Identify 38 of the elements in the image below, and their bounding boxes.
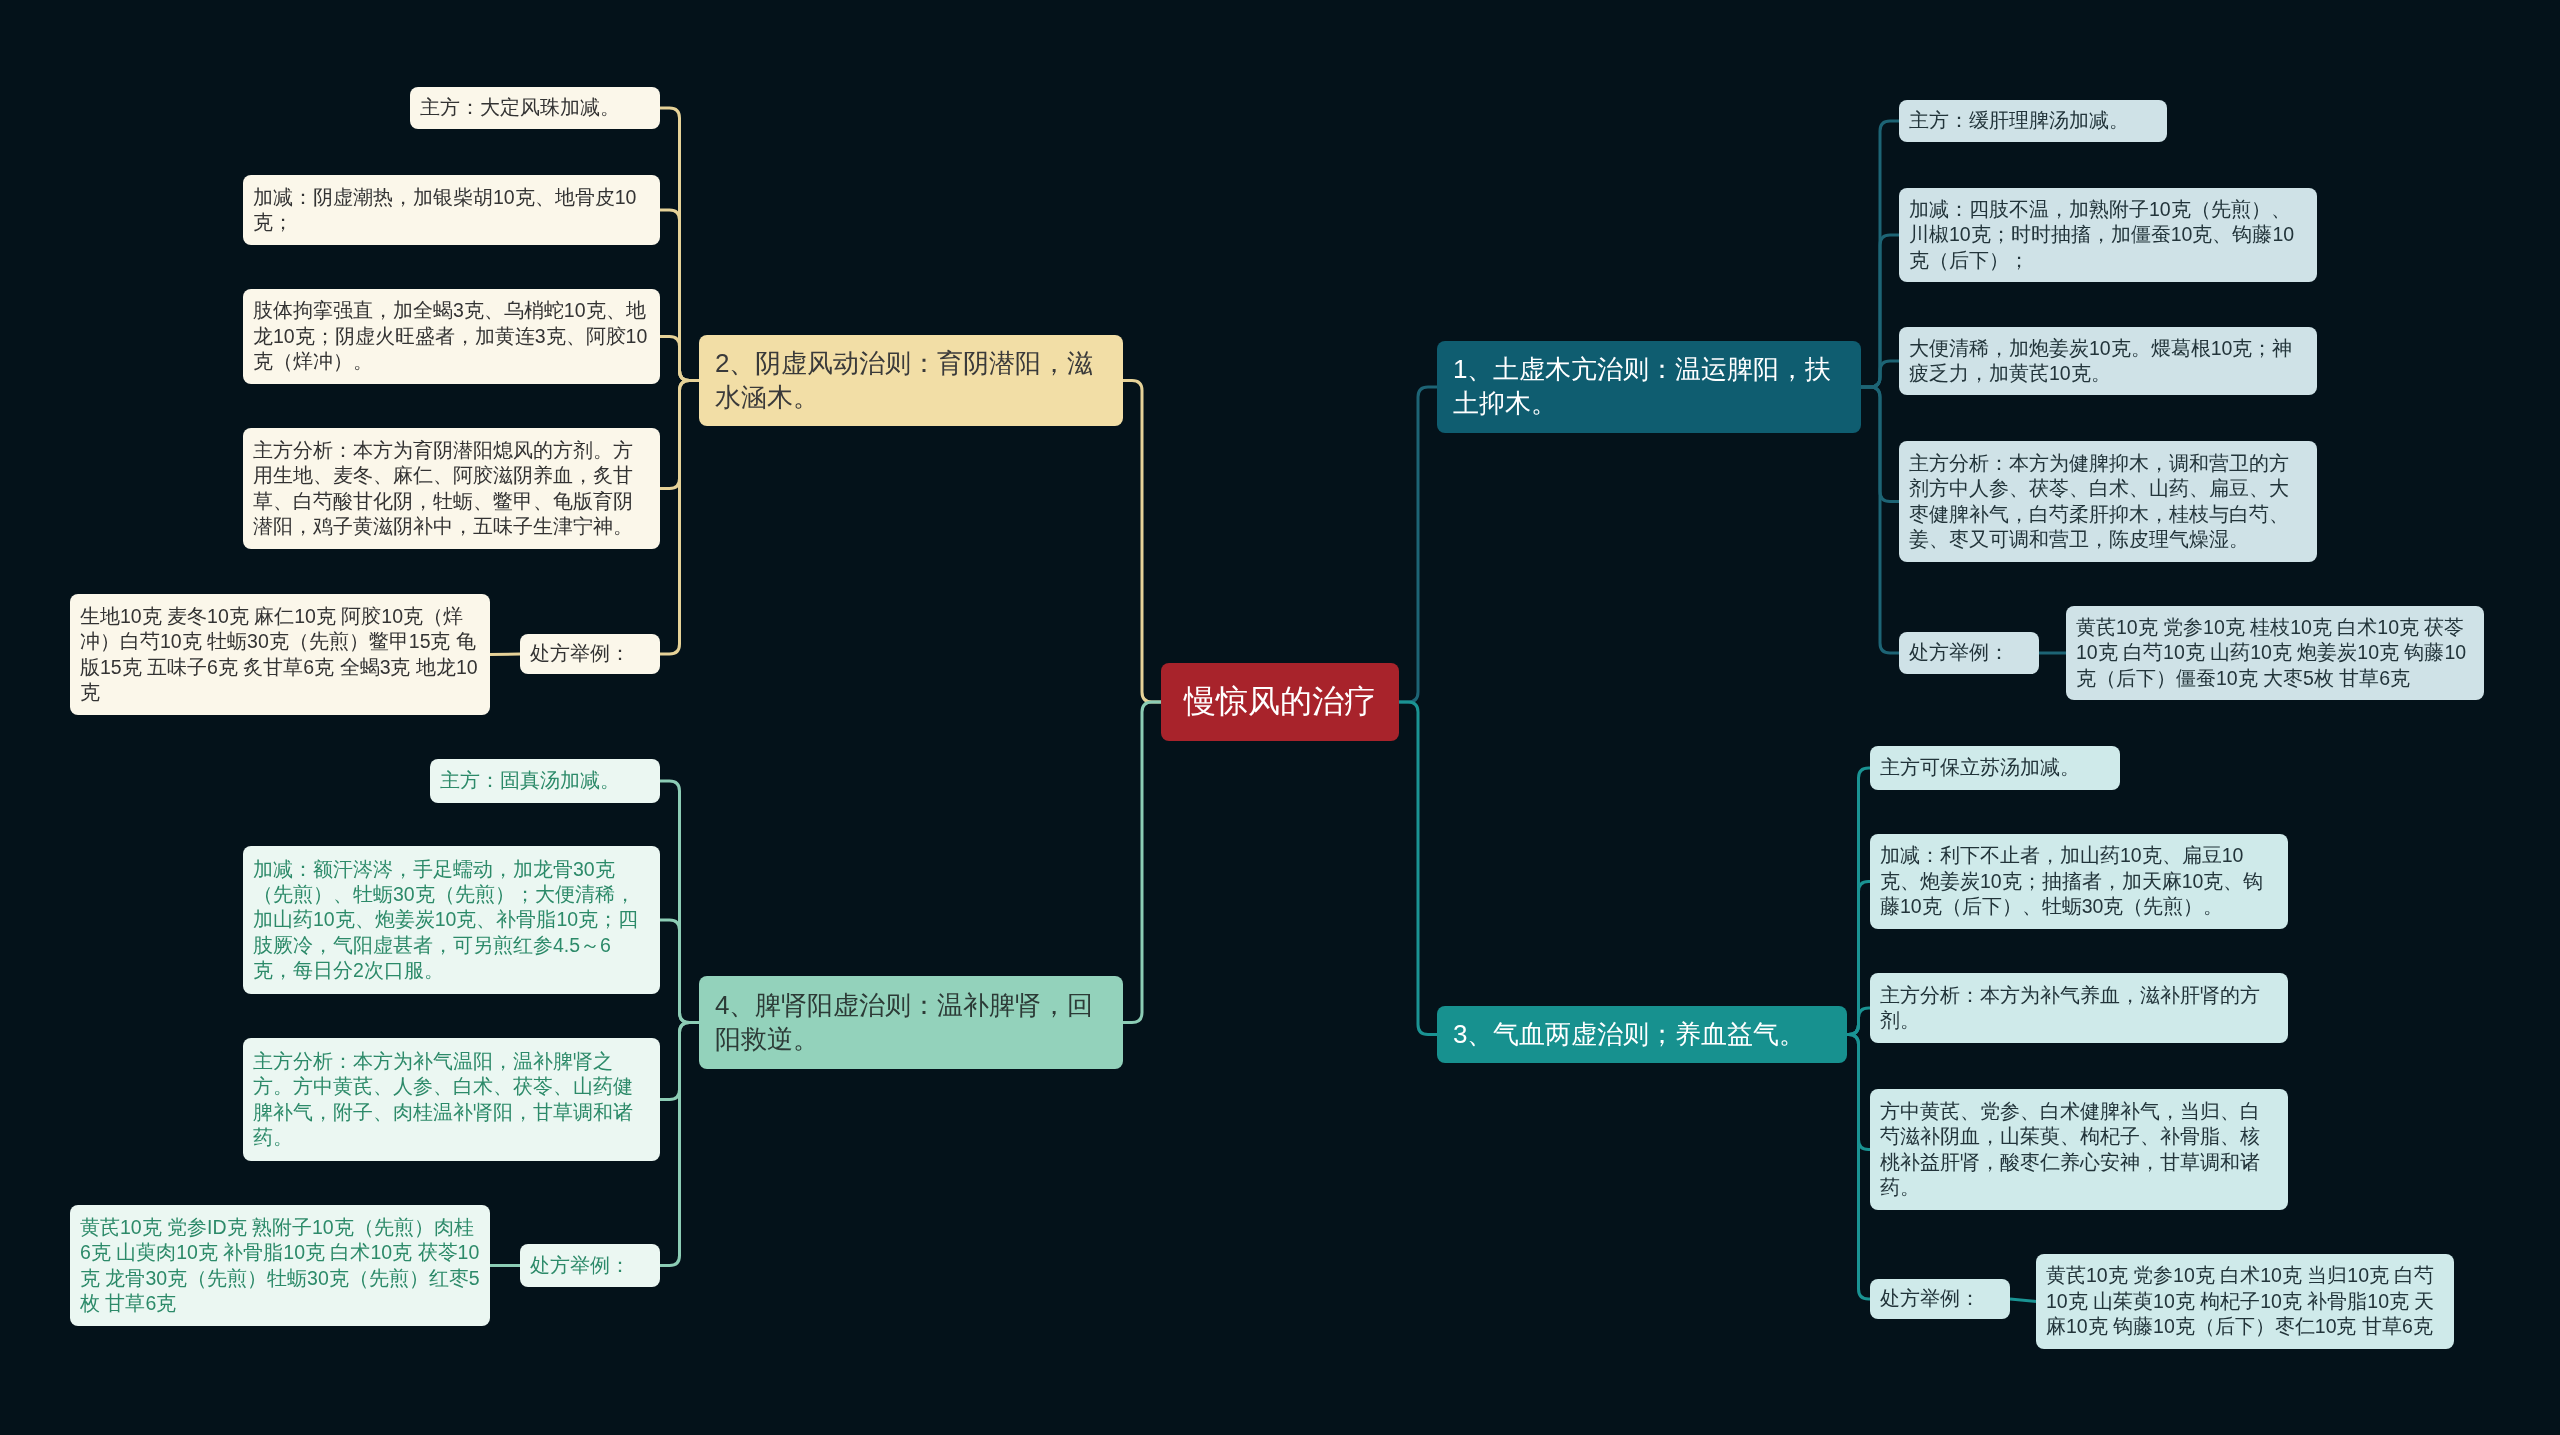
connector-line xyxy=(1123,700,1161,1024)
note-box: 主方分析：本方为补气温阳，温补脾肾之方。方中黄芪、人参、白术、茯苓、山药健脾补气，附子、肉桂温补肾阳，甘草调和诸药。 xyxy=(243,1038,660,1161)
connector-line xyxy=(660,1021,699,1267)
note-box: 主方分析：本方为补气养血，滋补肝肾的方剂。 xyxy=(1870,973,2288,1043)
connector-line xyxy=(490,1264,520,1267)
note-box: 加减：利下不止者，加山药10克、扁豆10克、炮姜炭10克；抽搐者，加天麻10克、钩藤10克（后下）、牡蛎30克（先煎）。 xyxy=(1870,834,2288,929)
note-box: 黄芪10克 党参10克 白术10克 当归10克 白芍10克 山茱萸10克 枸杞子10克 补骨脂10克 天麻10克 钩藤10克（后下）枣仁10克 甘草6克 xyxy=(2036,1254,2454,1349)
note-box: 主方分析：本方为健脾抑木，调和营卫的方剂方中人参、茯苓、白术、山药、扁豆、大枣健脾补气，白芍柔肝抑木，桂枝与白芍、姜、枣又可调和营卫，陈皮理气燥湿。 xyxy=(1899,441,2317,562)
note-box: 生地10克 麦冬10克 麻仁10克 阿胶10克（烊冲）白芍10克 牡蛎30克（先煎）鳖甲15克 龟版15克 五味子6克 炙甘草6克 全蝎3克 地龙10克 xyxy=(70,594,490,715)
connector-line xyxy=(2039,651,2066,655)
branch-box: 1、土虚木亢治则：温运脾阳，扶土抑木。 xyxy=(1437,341,1861,433)
note-box: 黄芪10克 党参10克 桂枝10克 白术10克 茯苓10克 白芍10克 山药10克 炮姜炭10克 钩藤10克（后下）僵蚕10克 大枣5枚 甘草6克 xyxy=(2066,606,2484,700)
note-box: 加减：阴虚潮热，加银柴胡10克、地骨皮10克； xyxy=(243,175,660,245)
connector-line xyxy=(2009,1297,2037,1303)
note-box: 主方：固真汤加减。 xyxy=(430,759,660,803)
connector-line xyxy=(1846,1033,1871,1301)
note-box: 主方分析：本方为育阴潜阳熄风的方剂。方用生地、麦冬、麻仁、阿胶滋阴养血，炙甘草、白芍酸甘化阴，牡蛎、鳖甲、龟版育阴潜阳，鸡子黄滋阴补中，五味子生津宁神。 xyxy=(243,428,660,549)
note-box: 黄芪10克 党参ID克 熟附子10克（先煎）肉桂6克 山萸肉10克 补骨脂10克 白术10克 茯苓10克 龙骨30克（先煎）牡蛎30克（先煎）红枣5枚 甘草6克 xyxy=(70,1205,490,1326)
note-box: 处方举例： xyxy=(1870,1279,2010,1319)
branch-box: 3、气血两虚治则；养血益气。 xyxy=(1437,1006,1847,1063)
note-box: 处方举例： xyxy=(1899,632,2039,674)
note-box: 加减：额汗涔涔，手足蠕动，加龙骨30克（先煎）、牡蛎30克（先煎）；大便清稀，加山药10克、炮姜炭10克、补骨脂10克；四肢厥冷，气阳虚甚者，可另煎红参4.5～6克，每日分2次口服。 xyxy=(243,846,660,994)
topic-box: 慢惊风的治疗 xyxy=(1161,663,1399,741)
branch-box: 4、脾肾阳虚治则：温补脾肾，回阳救逆。 xyxy=(699,976,1123,1069)
connector-line xyxy=(1861,385,1899,655)
note-box: 主方可保立苏汤加减。 xyxy=(1870,746,2120,790)
note-box: 主方：缓肝理脾汤加减。 xyxy=(1899,100,2167,142)
connector-line xyxy=(660,379,699,656)
note-box: 处方举例： xyxy=(520,1244,660,1287)
note-box: 处方举例： xyxy=(520,634,660,674)
note-box: 加减：四肢不温，加熟附子10克（先煎）、川椒10克；时时抽搐，加僵蚕10克、钩藤10克（后下）； xyxy=(1899,188,2317,282)
note-box: 方中黄芪、党参、白术健脾补气，当归、白芍滋补阴血，山茱萸、枸杞子、补骨脂、核桃补益肝肾，酸枣仁养心安神，甘草调和诸药。 xyxy=(1870,1089,2288,1210)
note-box: 主方：大定风珠加减。 xyxy=(410,87,660,129)
connector-line xyxy=(1399,700,1437,1036)
branch-box: 2、阴虚风动治则：育阴潜阳，滋水涵木。 xyxy=(699,335,1123,426)
note-box: 大便清稀，加炮姜炭10克。煨葛根10克；神疲乏力，加黄芪10克。 xyxy=(1899,327,2317,395)
note-box: 肢体拘挛强直，加全蝎3克、乌梢蛇10克、地龙10克；阴虚火旺盛者，加黄连3克、阿胶10克（烊冲）。 xyxy=(243,289,660,384)
connector-line xyxy=(489,652,521,656)
